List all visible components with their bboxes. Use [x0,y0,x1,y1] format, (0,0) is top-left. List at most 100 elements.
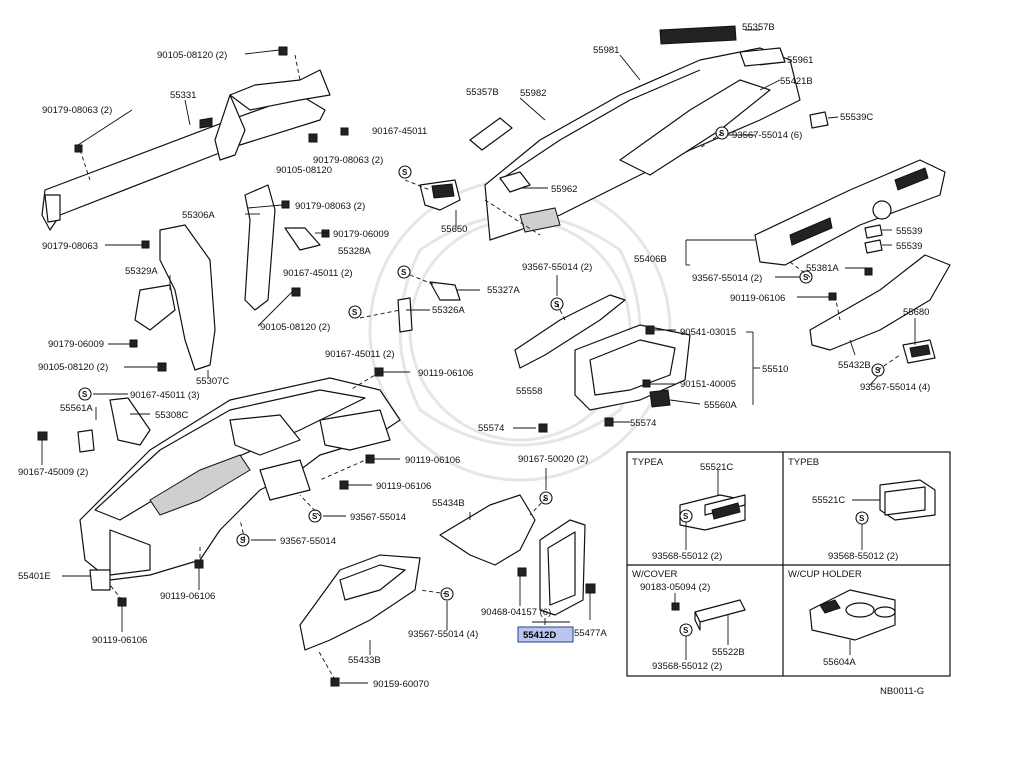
inset-wcover-clip: 90183-05094 (2) [640,582,710,593]
label-90119-06106-c: 90119-06106 [376,481,431,492]
svg-text:S: S [82,390,88,399]
label-90119-06106-f: 90119-06106 [730,293,785,304]
label-55412d[interactable]: 55412D [523,630,556,641]
label-90167-45009: 90167-45009 (2) [18,467,88,478]
label-55306a: 55306A [182,210,215,221]
label-93567-55014-e: 93567-55014 (4) [860,382,930,393]
label-90151-40005: 90151-40005 [680,379,736,390]
part-labels: 90105-08120 (2) 90179-08063 (2) 55331 90… [18,22,930,697]
inset-wcup-part: 55604A [823,657,856,668]
label-55327a: 55327A [487,285,520,296]
bracket-55326a[interactable] [397,297,413,333]
bracket-55328a[interactable] [284,227,321,251]
highlight-55412d [517,626,574,643]
fastener-glyphs [37,46,873,687]
upper-pad-assembly[interactable] [484,47,801,241]
bracket-55327a[interactable] [429,281,461,301]
svg-text:S: S [875,366,881,375]
glove-box-55510[interactable] [574,324,691,411]
label-55328a: 55328A [338,246,371,257]
label-55434b: 55434B [432,498,465,509]
label-55331: 55331 [170,90,196,101]
bracket-55561a[interactable] [77,429,95,453]
pad-55357b[interactable] [469,117,513,151]
label-93567-55014-d: 93567-55014 (2) [692,273,762,284]
label-55982: 55982 [520,88,546,99]
label-55539-a: 55539 [896,226,922,237]
vent-55650[interactable] [419,179,461,211]
inset-wcover-part: 55522B [712,647,745,658]
svg-text:S: S [402,168,408,177]
label-55539-b: 55539 [896,241,922,252]
svg-text:S: S [444,590,450,599]
panel-55434b[interactable] [439,494,536,566]
panel-55432b[interactable] [809,254,951,351]
label-90105-08120-b: 90105-08120 [276,165,332,176]
label-55961: 55961 [787,55,813,66]
svg-text:S: S [352,308,358,317]
panel-55412d[interactable] [539,519,586,616]
inset-typeb-title: TYPEB [788,457,819,468]
label-55574-a: 55574 [478,423,504,434]
label-90105-08120-c: 90105-08120 (2) [260,322,330,333]
label-55326a: 55326A [432,305,465,316]
svg-text:S: S [401,268,407,277]
label-90119-06106-b: 90119-06106 [405,455,460,466]
label-93567-55014-f: 93567-55014 (2) [522,262,592,273]
cover-55539c[interactable] [809,111,829,129]
label-93567-55014-a: 93567-55014 [350,512,406,523]
cup-holder-55604a[interactable] [809,589,896,641]
wcover-cover[interactable] [694,599,746,631]
leader-lines [41,29,916,684]
label-90179-06009-b: 90179-06009 [48,339,104,350]
label-55432b: 55432B [838,360,871,371]
label-55539c: 55539C [840,112,873,123]
lock-55560a[interactable] [649,389,671,408]
label-55381a: 55381A [806,263,839,274]
typea-pocket[interactable] [679,494,746,531]
cover-55680[interactable] [902,339,936,364]
typeb-pocket[interactable] [879,479,936,521]
instrument-panel[interactable] [79,377,401,591]
label-55307c: 55307C [196,376,229,387]
label-90179-08063-a: 90179-08063 (2) [42,105,112,116]
register-55406b[interactable] [754,159,946,266]
label-90541-03015: 90541-03015 [680,327,736,338]
label-55561a: 55561A [60,403,93,414]
label-90167-45011-c: 90167-45011 (2) [325,349,395,360]
svg-text:S: S [803,273,809,282]
label-90167-45011-a: 90167-45011 [372,126,427,137]
cover-55433b[interactable] [299,554,421,651]
brace-55307c[interactable] [159,224,216,371]
label-90468-04157: 90468-04157 (6) [481,607,551,618]
label-55433b: 55433B [348,655,381,666]
inset-typeb-screw: 93568-55012 (2) [828,551,898,562]
bracket-55329a[interactable] [134,284,176,331]
brace-55306a[interactable] [244,184,276,311]
bracket-55558[interactable] [514,294,626,369]
brackets-55539[interactable] [864,224,883,254]
label-55401e: 55401E [18,571,51,582]
label-55477a: 55477A [574,628,607,639]
label-55357b-top: 55357B [742,22,775,33]
label-diagram-code: NB0011-G [880,686,924,697]
label-55560a: 55560A [704,400,737,411]
inset-typeb-part: 55521C [812,495,845,506]
label-90179-08063-b: 90179-08063 (2) [313,155,383,166]
label-55558: 55558 [516,386,542,397]
safety-pad-55357b-top[interactable] [659,25,737,45]
label-93567-55014-g: 93567-55014 (4) [408,629,478,640]
label-90179-06009-a: 90179-06009 [333,229,389,240]
label-90159-60070: 90159-60070 [373,679,429,690]
inset-wcover-title: W/COVER [632,569,678,580]
bracket-55308c[interactable] [109,397,151,446]
label-55650: 55650 [441,224,467,235]
label-55680: 55680 [903,307,929,318]
svg-text:S: S [683,626,689,635]
inset-wcup-title: W/CUP HOLDER [788,569,862,580]
label-55329a: 55329A [125,266,158,277]
svg-text:S: S [683,512,689,521]
svg-text:S: S [240,536,246,545]
reinforcement-beam[interactable] [41,69,331,231]
